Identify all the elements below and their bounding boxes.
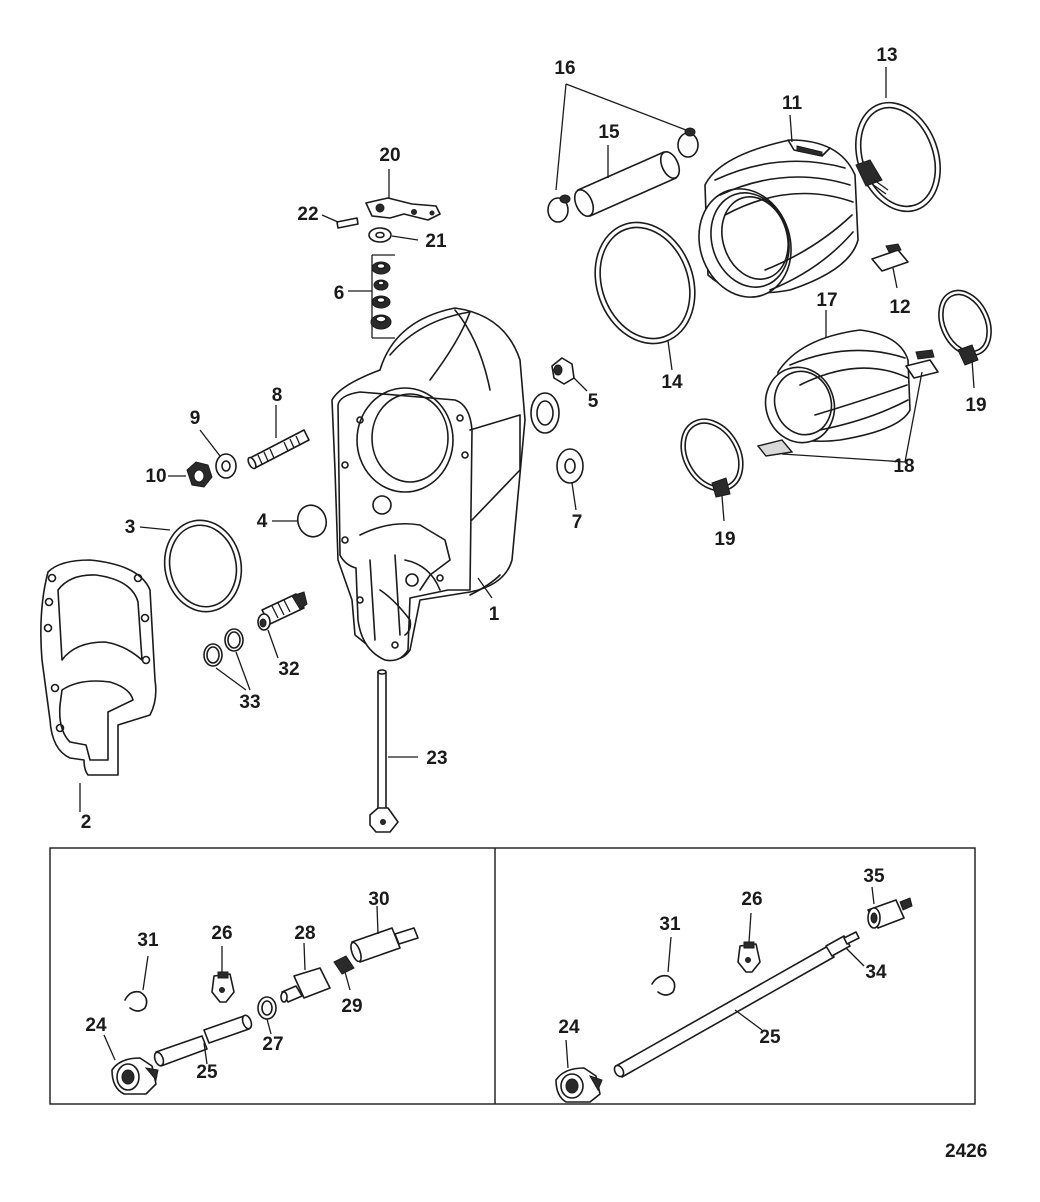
o-ring-part: [163, 519, 243, 613]
callout-23: 23: [426, 748, 447, 769]
universal-joint-bellows-part: [698, 139, 859, 298]
bellows-clamp-upper-part: [938, 289, 992, 366]
callout-15: 15: [598, 122, 620, 143]
callout-6: 6: [334, 283, 345, 304]
bellows-clamp-lower-part: [680, 418, 744, 498]
right-inset-callout-26: 26: [741, 889, 762, 910]
left-inset-callout-29: 29: [341, 996, 362, 1017]
small-o-ring-part: [296, 504, 328, 538]
large-washer-part: [556, 448, 584, 484]
inset-panel-frame: [49, 847, 976, 1105]
callout-1: 1: [489, 604, 500, 625]
callout-3: 3: [125, 517, 136, 538]
callout-4: 4: [257, 511, 268, 532]
left-inset-callout-24: 24: [85, 1015, 107, 1036]
figure-number: 2426: [945, 1141, 987, 1162]
stud-part: [247, 429, 310, 470]
left-inset-callout-28: 28: [294, 923, 315, 944]
callout-9: 9: [190, 408, 201, 429]
sealing-washers-part: [203, 628, 244, 667]
right-inset-callout-25: 25: [759, 1027, 781, 1048]
washer-part: [215, 453, 237, 479]
large-ring-part: [594, 221, 696, 345]
callout-14: 14: [661, 372, 683, 393]
callout-18: 18: [893, 456, 914, 477]
left-inset-callout-31: 31: [137, 930, 159, 951]
left-inset-callout-30: 30: [368, 889, 389, 910]
callout-8: 8: [272, 385, 283, 406]
bell-housing-part: [331, 307, 560, 662]
callout-20: 20: [379, 145, 400, 166]
callout-33: 33: [239, 692, 260, 713]
shift-shaft-part: [369, 669, 399, 833]
right-inset-callout-34: 34: [865, 962, 887, 983]
callout-19-upper: 19: [965, 395, 986, 416]
gasket-part: [40, 559, 157, 776]
lever-part: [365, 197, 441, 221]
left-inset-callout-25: 25: [196, 1062, 218, 1083]
callout-2: 2: [81, 812, 92, 833]
callout-10: 10: [145, 466, 166, 487]
large-clamp-part: [855, 101, 941, 213]
callout-22: 22: [297, 204, 318, 225]
nut-part: [186, 461, 213, 488]
shift-cable-bellows-part: [764, 329, 911, 444]
callout-11: 11: [782, 93, 803, 114]
callout-12: 12: [889, 297, 910, 318]
right-inset-components: [555, 897, 913, 1103]
bushing-stack-part: [370, 254, 395, 339]
fitting-part: [551, 357, 575, 385]
bellows-clips-part: [756, 349, 939, 457]
callout-5: 5: [588, 391, 599, 412]
callout-17: 17: [816, 290, 837, 311]
exhaust-hose-part: [573, 151, 681, 217]
left-inset-callout-26: 26: [211, 923, 232, 944]
callout-32: 32: [278, 659, 299, 680]
callout-7: 7: [572, 512, 583, 533]
left-inset-components: [111, 927, 419, 1095]
left-inset-callout-27: 27: [262, 1034, 283, 1055]
callout-19-lower: 19: [714, 529, 735, 550]
right-inset-callout-24: 24: [558, 1017, 580, 1038]
ground-clip-part: [871, 243, 909, 272]
right-inset-callout-35: 35: [863, 866, 885, 887]
callout-16: 16: [554, 58, 575, 79]
callout-13: 13: [876, 45, 897, 66]
sensor-part: [257, 591, 308, 631]
right-inset-callout-31: 31: [659, 914, 681, 935]
pin-part: [336, 217, 359, 229]
callout-21: 21: [425, 231, 447, 252]
small-hose-clamps-part: [547, 127, 699, 223]
flat-washer-part: [368, 227, 392, 243]
